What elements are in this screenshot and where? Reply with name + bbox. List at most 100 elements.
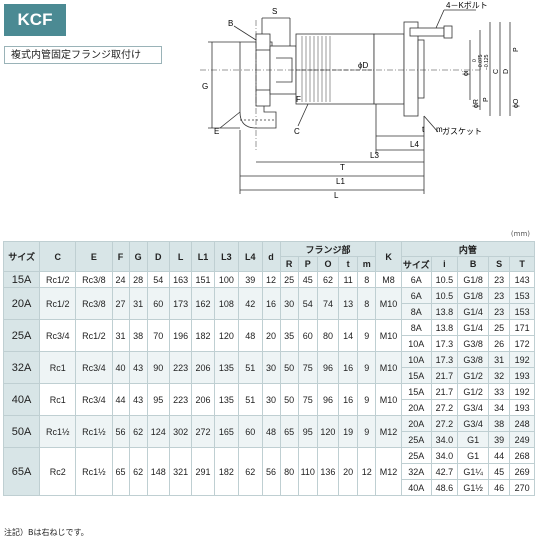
cell-inner-T: 248 [509,415,535,432]
cell-t: 13 [338,287,359,320]
cell-L: 196 [168,319,193,352]
cell-E: Rc3/8 [75,287,113,320]
cell-inner-isize: 20A [400,415,432,432]
cell-P: 95 [297,415,318,448]
cell-L: 223 [168,383,193,416]
cell-F: 56 [111,415,130,448]
cell-R: 50 [279,351,299,384]
cell-K: M10 [375,287,402,320]
cell-inner-S: 39 [488,431,511,448]
cell-L1: 162 [191,287,215,320]
cell-inner-B: G1 [457,431,490,448]
footnote: 注記）Bは右ねじです。 [4,528,89,537]
cell-inner-B: G1/2 [457,367,490,384]
label-C: C [294,127,300,136]
cell-L3: 182 [213,447,240,496]
cell-L: 302 [168,415,193,448]
cell-inner-S: 23 [488,287,511,304]
cell-size: 65A [2,447,41,496]
col-t: t [338,256,359,272]
cell-d: 30 [261,383,281,416]
cell-inner-B: G1/2 [457,383,490,400]
cell-C: Rc1/2 [39,287,77,320]
col-size: サイズ [2,241,41,272]
cell-G: 38 [128,319,148,352]
cell-inner-T: 193 [509,367,535,384]
cell-inner-i: 34.0 [430,431,459,448]
cell-L1: 151 [191,271,215,288]
label-bolt: 4－Kボルト [446,1,488,10]
col-m: m [357,256,377,272]
cell-L4: 60 [238,415,263,448]
cell-F: 24 [111,271,130,288]
cell-L4: 39 [238,271,263,288]
col-F: F [111,241,130,272]
col-L1: L1 [191,241,215,272]
col-L: L [168,241,193,272]
cell-P: 75 [297,351,318,384]
cell-inner-i: 21.7 [430,383,459,400]
cell-E: Rc3/4 [75,351,113,384]
cell-size: 25A [2,319,41,352]
cell-inner-T: 153 [509,287,535,304]
cell-K: M10 [375,319,402,352]
cell-inner-i: 27.2 [430,399,459,416]
cell-inner-S: 33 [488,383,511,400]
cell-size: 32A [2,351,41,384]
cell-inner-isize: 8A [400,303,432,320]
cell-R: 65 [279,415,299,448]
col-inner-size: サイズ [400,256,432,272]
cell-inner-B: G1/4 [457,319,490,336]
label-phiP: P [513,47,520,52]
cell-F: 44 [111,383,130,416]
col-d: d [261,241,281,272]
cell-inner-S: 23 [488,303,511,320]
cell-m: 9 [357,319,377,352]
label-phiI: ϕi [463,70,470,76]
cell-P: 75 [297,383,318,416]
col-S: S [488,256,511,272]
model-badge: KCF [4,4,66,36]
cell-inner-i: 10.5 [430,287,459,304]
cell-F: 40 [111,351,130,384]
cell-inner-i: 27.2 [430,415,459,432]
mounting-type-label: 複式内管固定フランジ取付け [4,46,162,64]
unit-label: (mm) [510,230,530,238]
label-P: P [483,97,490,102]
cell-D: 95 [146,383,170,416]
cell-size: 15A [2,271,41,288]
cell-D: 124 [146,415,170,448]
label-tol3: −0.125 [484,54,490,70]
cell-inner-T: 249 [509,431,535,448]
cell-inner-isize: 15A [400,383,432,400]
cell-O: 120 [316,415,340,448]
cell-inner-isize: 32A [400,463,432,480]
col-inner-group: 内管 [400,241,536,257]
cell-G: 43 [128,351,148,384]
cell-d: 20 [261,319,281,352]
cell-C: Rc1/2 [39,271,77,288]
cell-inner-isize: 6A [400,287,432,304]
cell-C: Rc1 [39,351,77,384]
cell-d: 12 [261,271,281,288]
cell-C: Rc2 [39,447,77,496]
cell-D: 70 [146,319,170,352]
cell-m: 9 [357,351,377,384]
cell-O: 96 [316,351,340,384]
cell-size: 50A [2,415,41,448]
cell-inner-S: 32 [488,367,511,384]
cell-E: Rc3/4 [75,383,113,416]
cell-inner-T: 171 [509,319,535,336]
cell-O: 136 [316,447,340,496]
cell-t: 16 [338,351,359,384]
cell-m: 8 [357,271,377,288]
cell-inner-S: 26 [488,335,511,352]
cell-d: 56 [261,447,281,496]
cell-L1: 206 [191,351,215,384]
cell-P: 110 [297,447,318,496]
cell-E: Rc3/8 [75,271,113,288]
